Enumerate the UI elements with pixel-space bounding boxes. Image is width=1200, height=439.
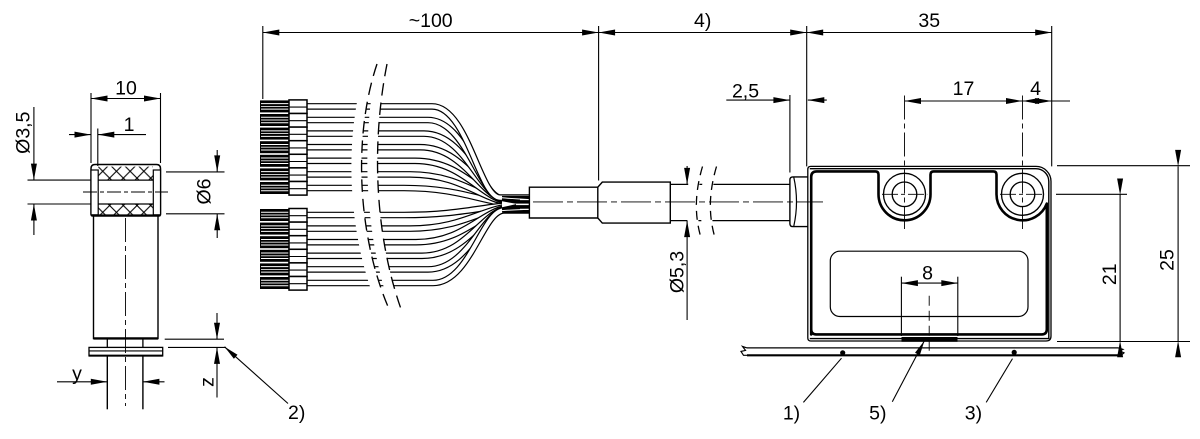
svg-text:y: y bbox=[72, 363, 82, 385]
svg-text:Ø6: Ø6 bbox=[194, 178, 216, 204]
svg-text:~100: ~100 bbox=[409, 10, 453, 32]
svg-text:25: 25 bbox=[1157, 249, 1179, 271]
svg-text:2): 2) bbox=[288, 402, 305, 424]
svg-text:4: 4 bbox=[1030, 78, 1041, 100]
svg-text:4): 4) bbox=[694, 10, 711, 32]
svg-text:17: 17 bbox=[953, 78, 975, 100]
svg-text:3): 3) bbox=[965, 403, 982, 425]
svg-text:10: 10 bbox=[115, 78, 137, 100]
svg-text:Ø5,3: Ø5,3 bbox=[667, 251, 689, 293]
svg-text:8: 8 bbox=[922, 263, 933, 285]
svg-text:35: 35 bbox=[918, 10, 940, 32]
svg-text:21: 21 bbox=[1099, 263, 1121, 285]
svg-text:Ø3,5: Ø3,5 bbox=[13, 111, 35, 153]
svg-text:1): 1) bbox=[783, 403, 800, 425]
svg-text:z: z bbox=[197, 377, 219, 387]
svg-text:5): 5) bbox=[869, 403, 886, 425]
svg-text:1: 1 bbox=[124, 114, 135, 136]
svg-text:2,5: 2,5 bbox=[732, 81, 759, 103]
